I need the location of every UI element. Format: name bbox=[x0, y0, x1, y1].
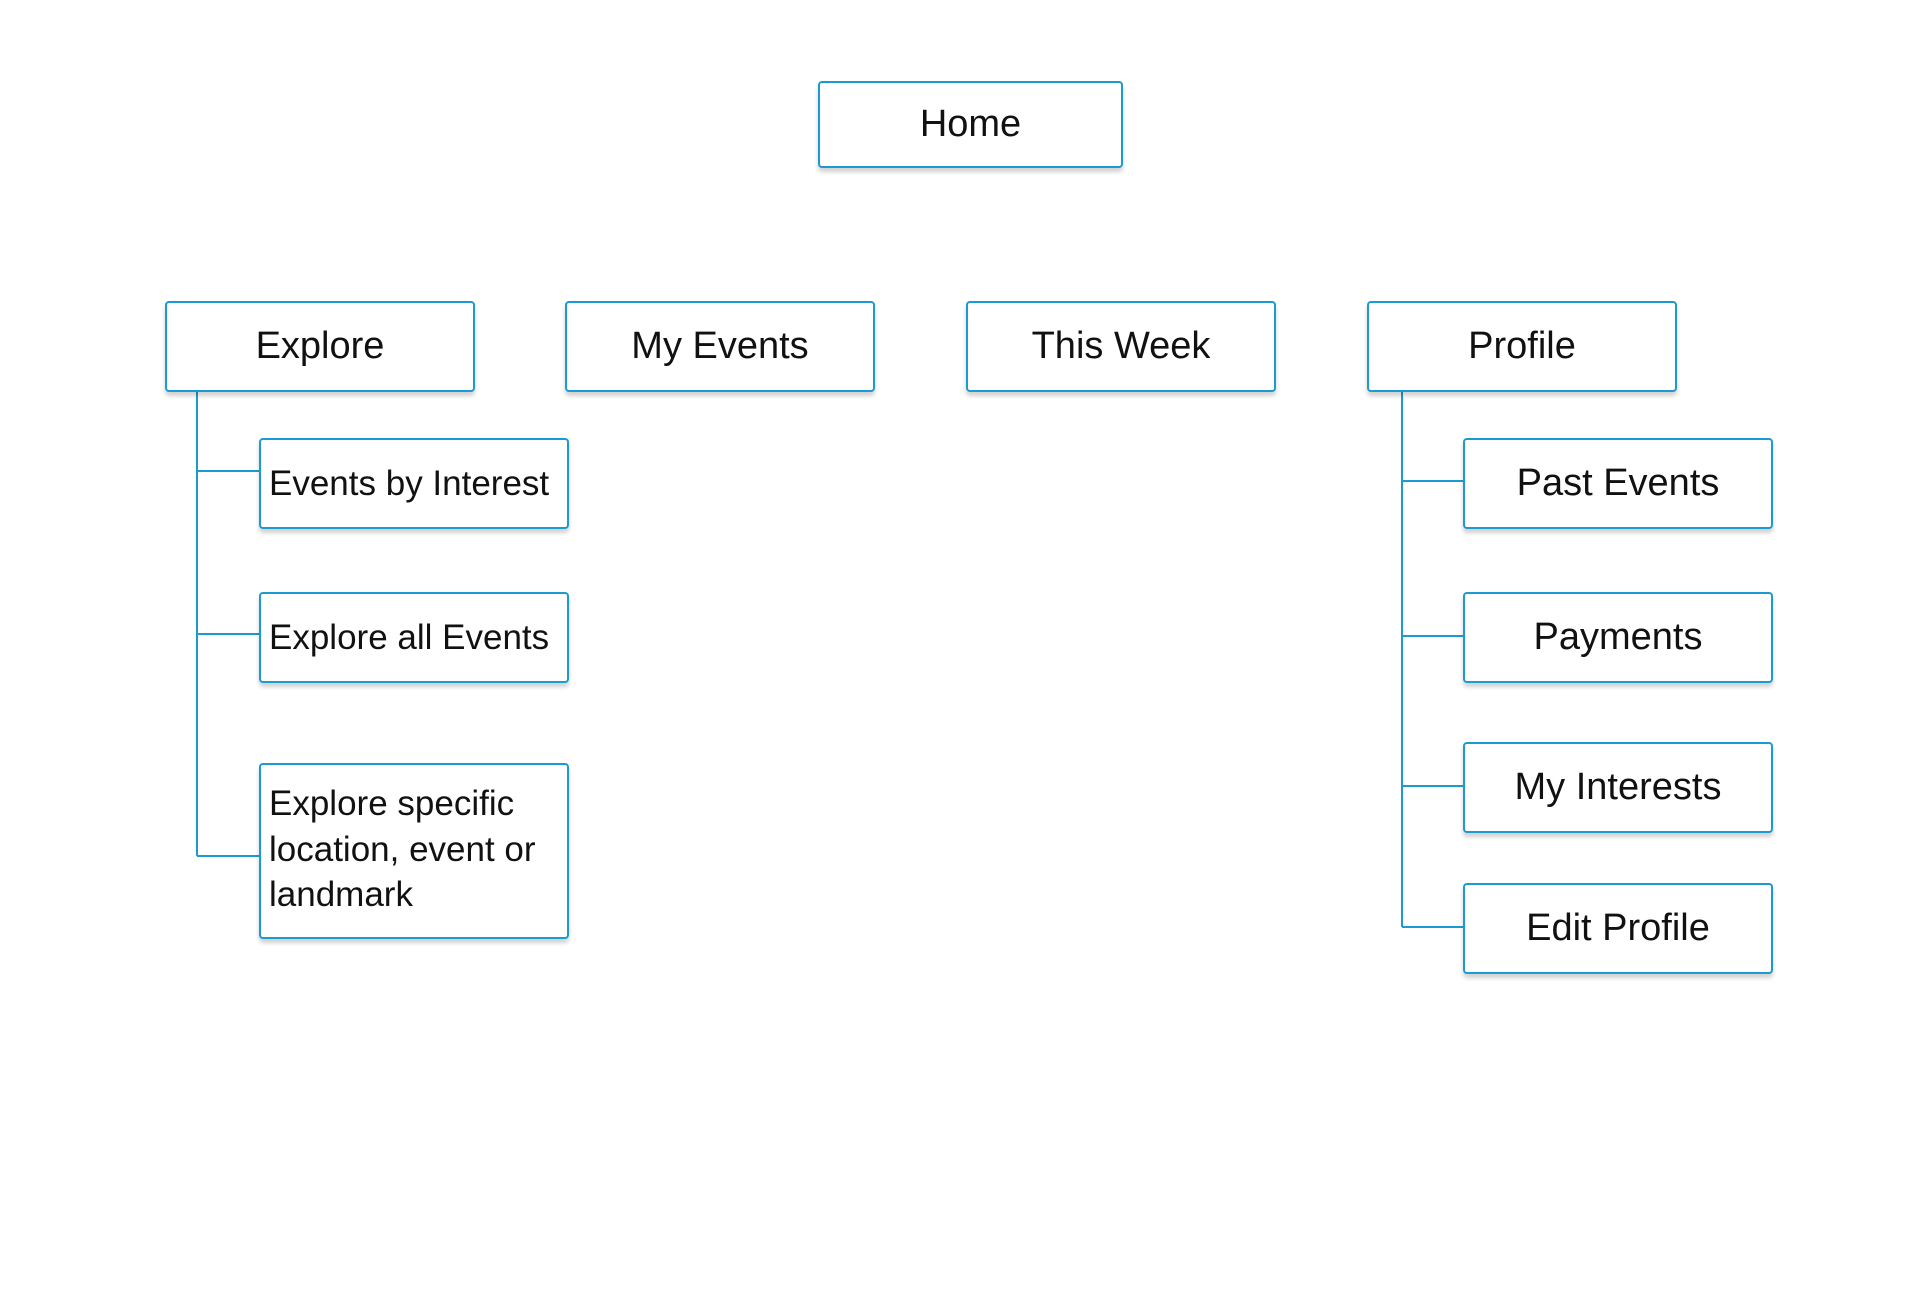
past-events-node[interactable]: Past Events bbox=[1463, 438, 1773, 529]
payments-node[interactable]: Payments bbox=[1463, 592, 1773, 683]
events-by-interest-node[interactable]: Events by Interest bbox=[259, 438, 569, 529]
this-week-node[interactable]: This Week bbox=[966, 301, 1276, 392]
explore-all-events-node[interactable]: Explore all Events bbox=[259, 592, 569, 683]
profile-node[interactable]: Profile bbox=[1367, 301, 1677, 392]
explore-specific-location-node[interactable]: Explore specific location, event or land… bbox=[259, 763, 569, 939]
edit-profile-node[interactable]: Edit Profile bbox=[1463, 883, 1773, 974]
my-interests-node[interactable]: My Interests bbox=[1463, 742, 1773, 833]
home-node[interactable]: Home bbox=[818, 81, 1123, 168]
my-events-node[interactable]: My Events bbox=[565, 301, 875, 392]
explore-node[interactable]: Explore bbox=[165, 301, 475, 392]
